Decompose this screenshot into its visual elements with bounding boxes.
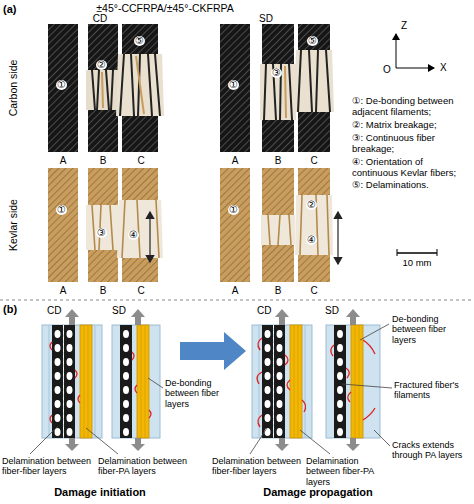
specimen-letter: A — [232, 285, 239, 297]
damage-note: De-bonding between fiber layers — [165, 378, 235, 409]
damage-note: De-bonding between fiber layers — [392, 314, 472, 345]
callout-number: ② — [306, 200, 317, 210]
specimen-letter: B — [100, 285, 107, 297]
legend-entry: ②: Matrix breakage; — [352, 120, 470, 131]
callout-number: ① — [228, 205, 239, 215]
legend-entry: ④: Orientation of continuous Kevlar fibe… — [352, 157, 470, 179]
kevlar-specimens — [48, 168, 338, 282]
direction-label: SD — [112, 305, 126, 317]
divider — [0, 300, 474, 301]
damage-note: Delamination between fiber-PA layers — [98, 456, 188, 477]
damage-note: Delamination between fiber-PA layers — [306, 456, 388, 487]
callout-number: ③ — [271, 68, 282, 78]
specimen-letter: A — [232, 155, 239, 167]
callout-number: ④ — [306, 235, 317, 245]
specimen-letter: A — [60, 155, 67, 167]
callout-number: ① — [228, 80, 239, 90]
panel-label: (b) — [3, 303, 17, 316]
specimen-letter: A — [60, 285, 67, 297]
callout-number: ① — [56, 205, 67, 215]
specimen-title: ±45°-CCFRPA/±45°-CKFRPA — [96, 2, 233, 14]
side-label: Kevlar side — [7, 199, 19, 251]
legend-entry: ③: Continuous fiber breakage; — [352, 133, 470, 155]
callout-number: ③ — [96, 228, 107, 238]
specimen-letter: B — [275, 285, 282, 297]
side-label: Carbon side — [7, 60, 19, 117]
callout-number: ⑤ — [134, 36, 145, 46]
direction-label: SD — [259, 13, 273, 25]
stage-title: Damage propagation — [263, 486, 372, 499]
callout-number: ① — [56, 80, 67, 90]
scale-label: 10 mm — [402, 258, 431, 269]
axis-label: X — [440, 62, 447, 74]
legend-entry: ①: De-bonding between adjacent filaments… — [352, 96, 470, 118]
direction-label: CD — [257, 305, 271, 317]
legend-entry: ⑤: Delaminations. — [352, 180, 470, 191]
axis-label: Z — [401, 20, 407, 32]
carbon-specimens — [48, 24, 334, 152]
scale-bar — [397, 249, 437, 256]
damage-note: Fractured fiber's filaments — [394, 380, 472, 401]
direction-label: CD — [93, 13, 107, 25]
callout-number: ⑤ — [307, 36, 318, 46]
damage-note: Delamination between fiber-fiber layers — [212, 456, 302, 477]
direction-label: CD — [47, 305, 61, 317]
specimen-letter: C — [310, 285, 317, 297]
specimen-letter: C — [310, 155, 317, 167]
specimen-letter: B — [100, 155, 107, 167]
specimen-letter: C — [137, 155, 144, 167]
axis-label: O — [383, 64, 391, 76]
callout-number: ② — [96, 60, 107, 70]
damage-note: Cracks extends through PA layers — [392, 440, 472, 461]
specimen-letter: B — [275, 155, 282, 167]
stage-title: Damage initiation — [54, 486, 146, 499]
panel-label: (a) — [3, 3, 16, 16]
direction-label: SD — [325, 305, 339, 317]
damage-note: Delamination between fiber-fiber layers — [2, 456, 92, 477]
leader-lines — [30, 324, 392, 454]
specimen-letter: C — [137, 285, 144, 297]
callout-number: ④ — [128, 230, 139, 240]
schematic — [42, 309, 380, 451]
axes — [396, 34, 434, 68]
